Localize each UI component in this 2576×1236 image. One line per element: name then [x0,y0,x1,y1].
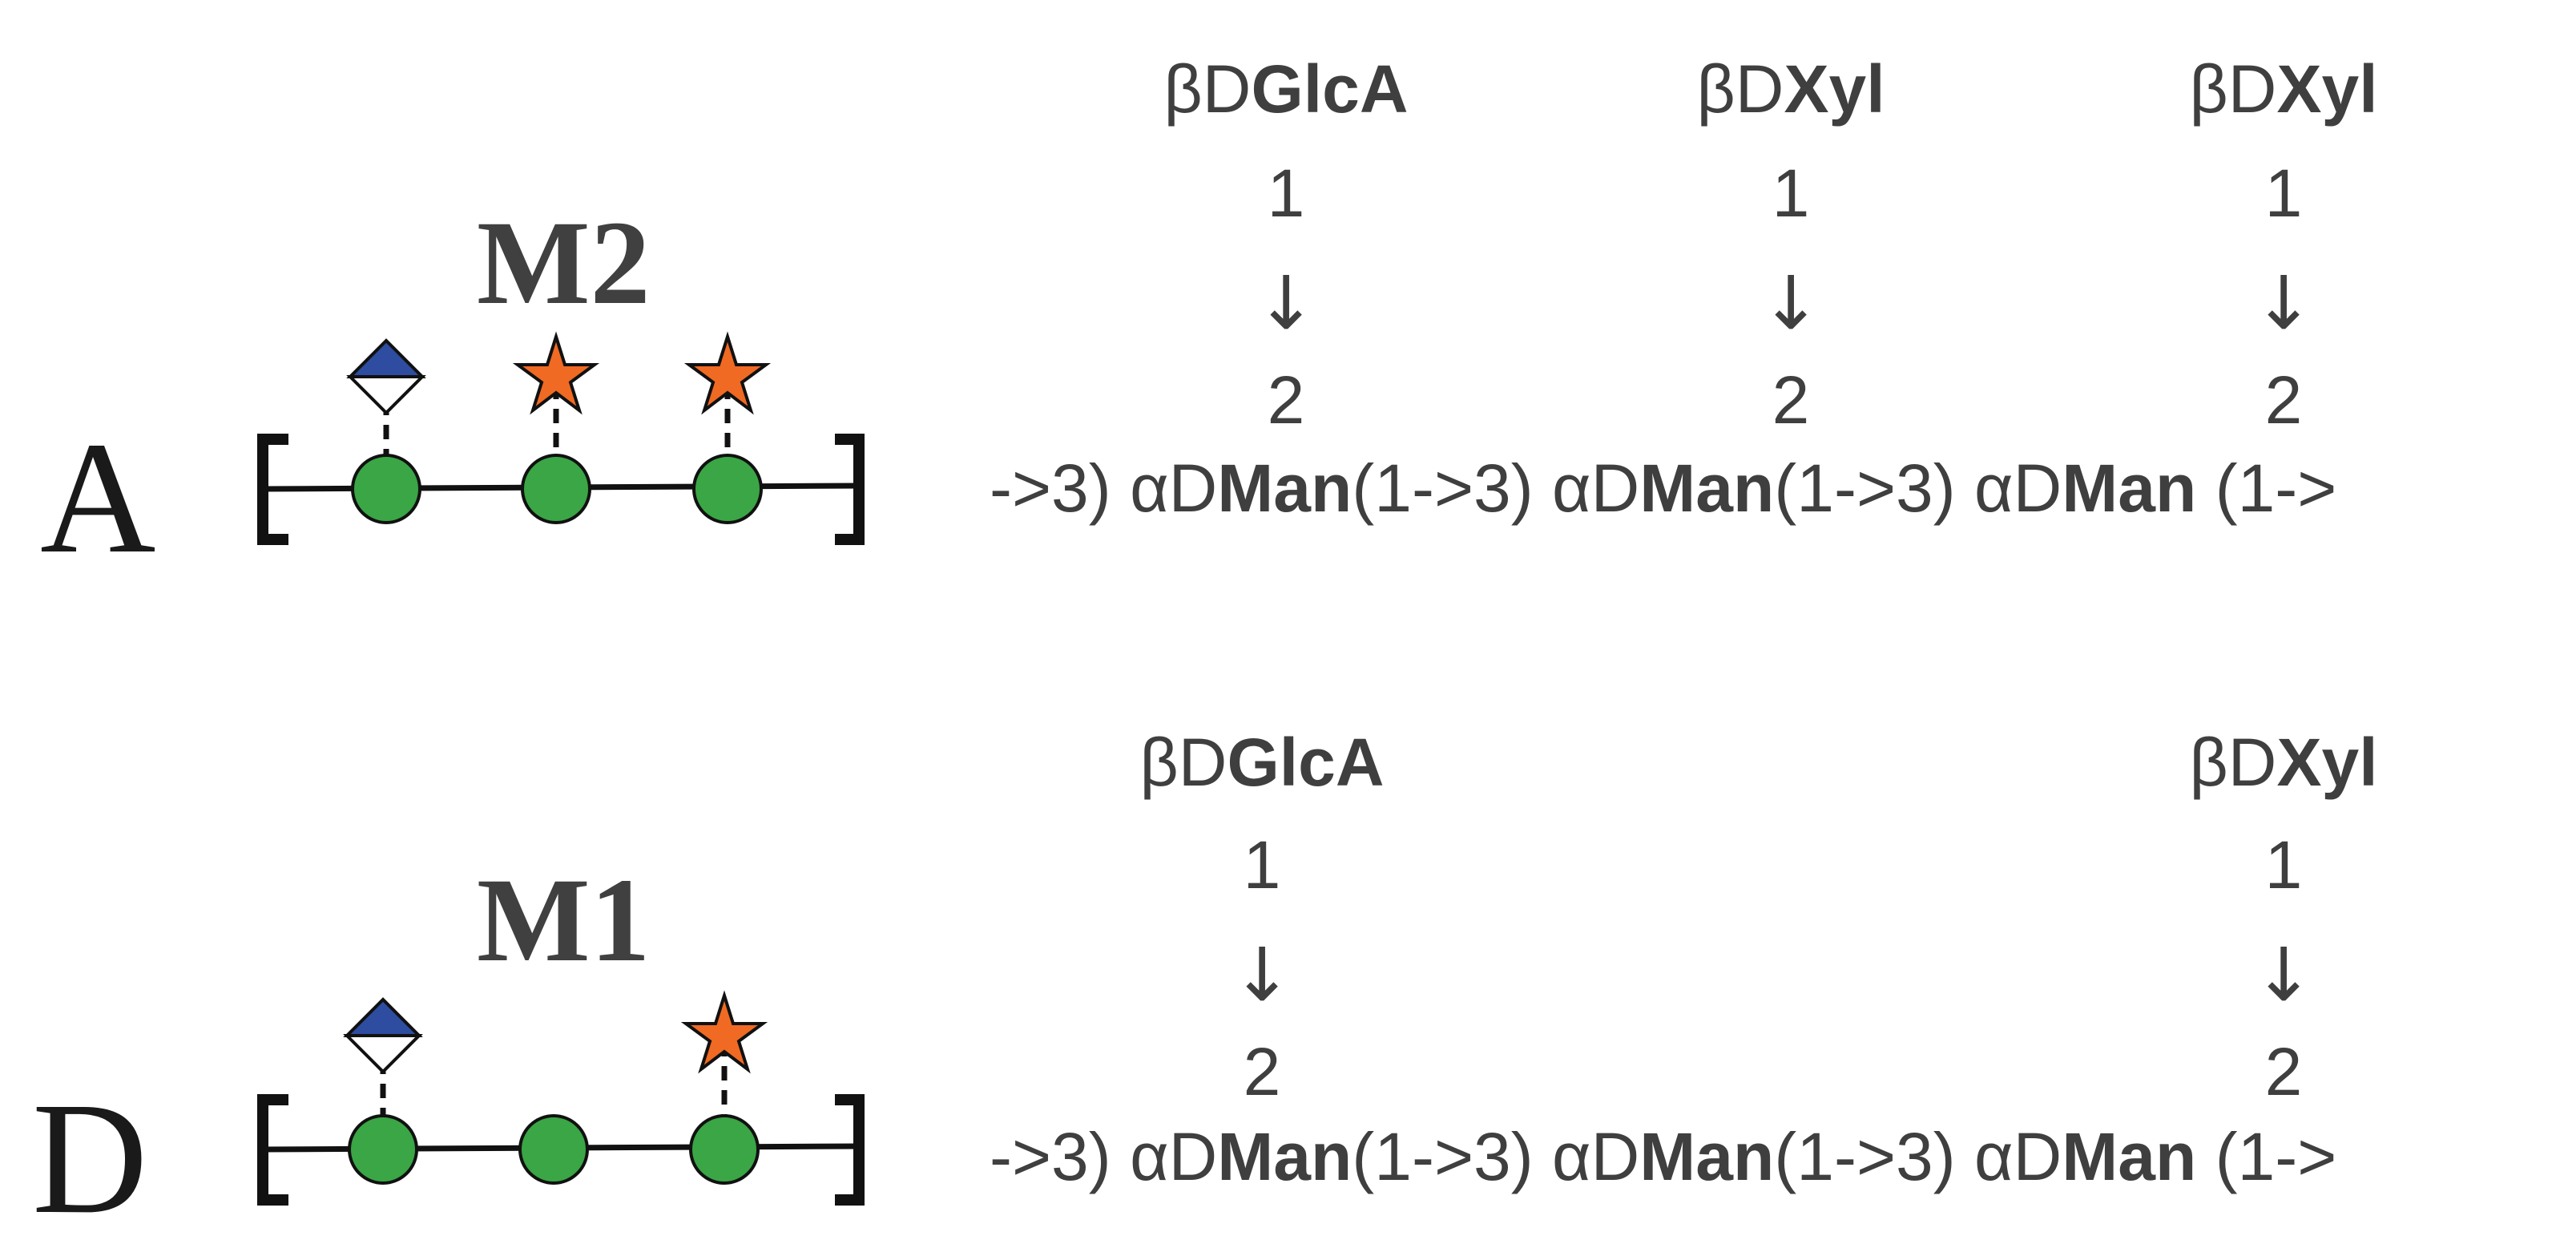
panel-letter-a: A [40,410,155,587]
link-position-from: 1 [1268,156,1305,231]
link-position-to: 2 [1268,362,1305,438]
branch-residue-1: βDGlcA 1 ↓ 2 [1163,51,1408,438]
bracket-right-icon [835,1094,865,1206]
mannose-circle-icon [521,454,591,524]
branch-residue-label: βDXyl [2189,725,2377,800]
mannose-circle-icon [689,1114,760,1185]
glca-diamond-icon [346,338,426,415]
panel-title-m1: M1 [477,854,651,987]
mannose-circle-icon [692,454,763,524]
panel-a: A M2 βDGlcA 1 ↓ 2 βDXyl 1 [40,51,2378,587]
link-position-to: 2 [2265,362,2303,438]
bracket-right-icon [835,434,865,545]
link-position-from: 1 [2265,827,2303,903]
link-position-to: 2 [1244,1034,1281,1109]
bracket-left-icon [257,1094,288,1206]
panel-d: D M1 βDGlcA 1 ↓ 2 βDXyl 1 ↓ 2 ->3) αDMan… [32,725,2378,1236]
branch-residue-3: βDXyl 1 ↓ 2 [2189,51,2377,438]
branch-residue-2: βDXyl 1 ↓ 2 [1696,51,1885,438]
xylose-star-icon [683,331,772,415]
mannose-circle-icon [518,1114,589,1185]
down-arrow-icon: ↓ [1231,932,1292,1018]
panel-letter-d: D [32,1070,147,1236]
branch-residue-label: βDXyl [1696,51,1885,127]
backbone-sequence: ->3) αDMan(1->3) αDMan(1->3) αDMan (1-> [990,1119,2336,1194]
link-position-to: 2 [2265,1034,2303,1109]
link-position-from: 1 [1244,827,1281,903]
mannose-circle-icon [351,454,421,524]
down-arrow-icon: ↓ [2252,932,2314,1018]
xylose-star-icon [512,331,600,415]
down-arrow-icon: ↓ [1255,261,1316,346]
backbone-sequence: ->3) αDMan(1->3) αDMan(1->3) αDMan (1-> [990,450,2336,526]
link-position-from: 1 [2265,156,2303,231]
branch-residue-label: βDGlcA [1139,725,1384,800]
down-arrow-icon: ↓ [1760,261,1821,346]
bracket-left-icon [257,434,288,545]
panel-title-m2: M2 [477,196,651,329]
branch-residue-label: βDXyl [2189,51,2377,127]
glca-diamond-icon [343,997,423,1074]
xylose-star-icon [680,990,768,1074]
mannose-circle-icon [348,1114,418,1185]
link-position-from: 1 [1772,156,1810,231]
branch-residue-3: βDXyl 1 ↓ 2 [2189,725,2377,1109]
link-position-to: 2 [1772,362,1810,438]
down-arrow-icon: ↓ [2252,261,2314,346]
branch-residue-1: βDGlcA 1 ↓ 2 [1139,725,1384,1109]
branch-residue-label: βDGlcA [1163,51,1408,127]
